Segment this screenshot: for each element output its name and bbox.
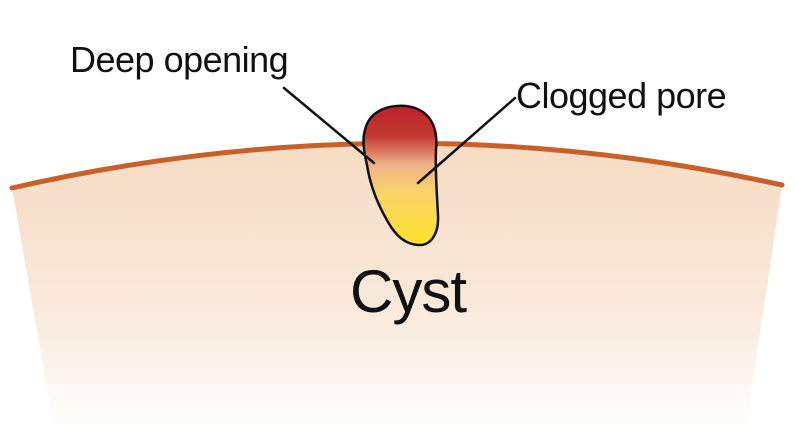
deep-opening-label: Deep opening [70, 42, 288, 78]
cyst-label: Cyst [350, 262, 466, 322]
clogged-pore-label: Clogged pore [516, 78, 726, 114]
